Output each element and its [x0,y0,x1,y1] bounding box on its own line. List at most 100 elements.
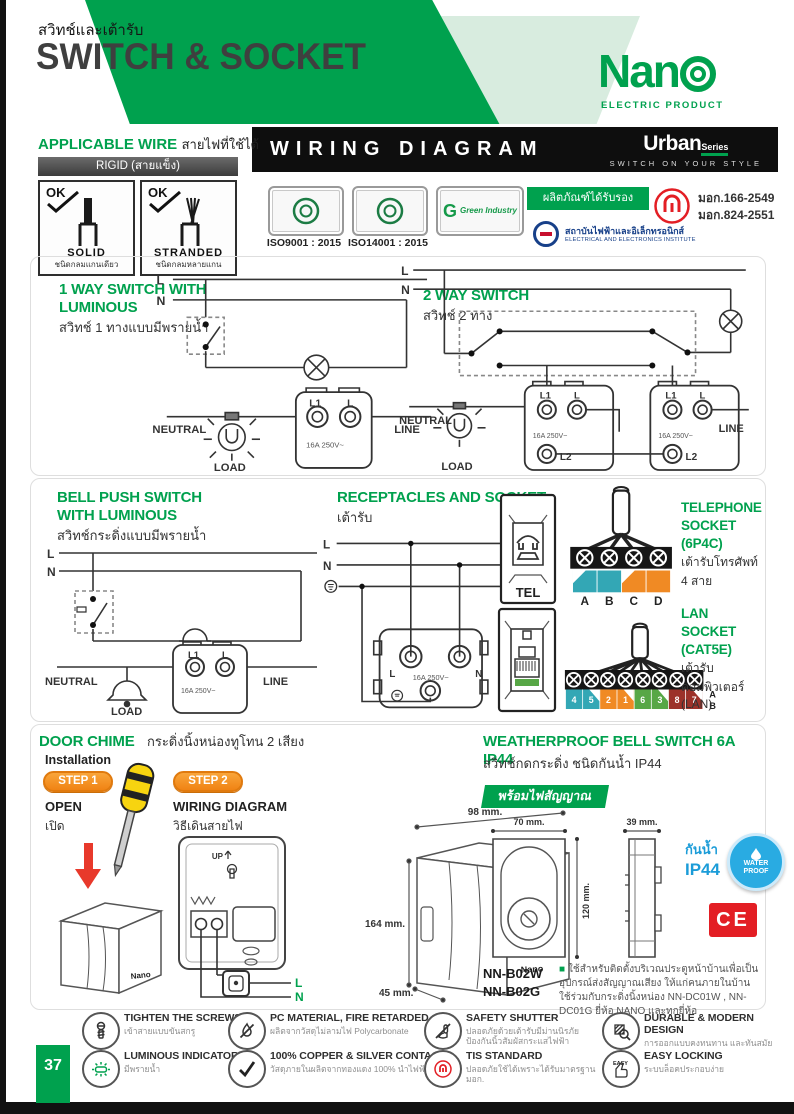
bullet-icon: ■ [559,964,566,975]
svg-text:L2: L2 [685,452,697,463]
brand-subtitle: ELECTRIC PRODUCT [601,100,724,111]
receptacle-heading: RECEPTACLES AND SOCKET เต้ารับ [337,489,546,528]
svg-text:L: L [157,274,165,288]
svg-text:N: N [47,565,56,579]
step2-title: WIRING DIAGRAM [173,799,288,814]
svg-text:L: L [222,650,228,661]
svg-text:LINE: LINE [394,424,420,436]
lan-title-thai1: เต้ารับคอมพิวเตอร์ [681,661,745,694]
certified-products-badge: ผลิตภัณฑ์ได้รับรองมาตรฐาน [527,187,649,227]
svg-text:NEUTRAL: NEUTRAL [152,424,206,436]
door-chime-wiring-sketch: UP L N [173,835,304,1004]
two-way-title: 2 WAY SWITCH [423,287,529,304]
iso14001-caption: ISO14001 : 2015 [348,237,428,249]
switch-wiring-section: 1 WAY SWITCH WITH LUMINOUS สวิทช์ 1 ทางแ… [30,256,766,476]
door-chime-title: DOOR CHIME [39,733,135,750]
svg-text:A: A [709,689,716,699]
weatherproof-description-text: ใช้สำหรับติดตั้งบริเวณประตูหน้าบ้านเพื่อ… [559,964,759,1017]
feature-thai: ปลอดภัยใช้ได้เพราะได้รับมาตรฐาน มอก. [466,1064,596,1084]
tis-icon [424,1050,462,1088]
feature-thai: ผลิตจากวัสดุไม่ลามไฟ Polycarbonate [270,1026,409,1036]
svg-text:NEUTRAL: NEUTRAL [399,415,452,427]
telephone-plate: TEL [499,493,557,605]
door-chime-heading: DOOR CHIME กระดิ่งนิ้งหน่องทูโทน 2 เสียง [39,731,304,752]
signal-light-badge: พร้อมไฟสัญญาณ [480,785,610,808]
feature-item: EASY LOCKING ระบบล็อคประกอบง่าย [644,1050,774,1074]
step1-title: OPEN [45,799,82,814]
institute-emblem-icon [532,220,560,248]
weatherproof-description: ■ใช้สำหรับติดตั้งบริเวณประตูหน้าบ้านเพื่… [559,963,763,1019]
feature-title: LUMINOUS INDICATOR [124,1050,239,1062]
telephone-heading: TELEPHONE SOCKET (6P4C) เต้ารับโทรศัพท์ … [681,499,765,591]
page-number: 37 [36,1045,70,1103]
telephone-title-line1: TELEPHONE SOCKET [681,500,762,533]
waterproof-ip: IP44 [685,860,720,879]
wire-type-thai: ชนิดกลมแกนเดียว [54,260,119,269]
urban-series-logo: UrbanSeries SWITCH ON YOUR STYLE [610,132,762,168]
lan-title-thai2: (LAN) [681,697,713,711]
applicable-wire-title: APPLICABLE WIRE [38,136,178,153]
weatherproof-title-thai: สวิทช์กดกระดิ่ง ชนิดกันน้ำ IP44 [483,756,662,771]
iso9001-badge [268,186,344,236]
screw-icon [82,1012,120,1050]
waterproof-word1: WATER [743,860,769,867]
svg-text:C: C [630,594,639,608]
safety-shutter-icon [424,1012,462,1050]
socket-wiring-section: BELL PUSH SWITCH WITH LUMINOUS สวิทช์กระ… [30,478,766,722]
svg-text:N: N [157,294,166,308]
applicable-wire-title-thai: สายไฟที่ใช้ได้ [181,137,259,152]
institute-name-en: ELECTRICAL AND ELECTRONICS INSTITUTE [565,236,696,243]
svg-text:LOAD: LOAD [111,706,142,718]
feature-title: PC MATERIAL, FIRE RETARDED [270,1012,429,1024]
green-industry-g: G [443,200,458,221]
svg-text:TEL: TEL [516,585,541,600]
feature-item: PC MATERIAL, FIRE RETARDED ผลิตจากวัสดุไ… [270,1012,445,1036]
svg-text:L1: L1 [309,398,321,409]
waterproof-thai: กันน้ำ [685,842,718,857]
svg-text:5: 5 [589,695,594,705]
iso9001-caption: ISO9001 : 2015 [266,237,342,249]
tis-number-1: มอก.166-2549 [698,191,775,205]
svg-text:B: B [605,594,614,608]
one-way-title-line2: LUMINOUS [59,299,138,316]
feature-title: TIS STANDARD [466,1050,543,1062]
droplet-icon [751,848,761,860]
bell-push-title-line2: WITH LUMINOUS [57,507,177,524]
svg-text:8: 8 [675,695,680,705]
feature-thai: การออกแบบคงทนทาน และทันสมัย [644,1038,773,1048]
feature-thai: ระบบล็อคประกอบง่าย [644,1064,724,1074]
svg-text:6: 6 [640,695,645,705]
page-bottom-border [0,1102,794,1114]
svg-text:120 mm.: 120 mm. [581,883,591,919]
waterproof-labels: กันน้ำ IP44 [685,839,720,880]
waterproof-word2: PROOF [743,868,769,875]
svg-text:L: L [574,391,580,402]
feature-item: DURABLE & MODERN DESIGN การออกแบบคงทนทาน… [644,1012,779,1048]
step2-thai: วิธีเดินสายไฟ [173,819,243,833]
page-title-thai: สวิทช์และเต้ารับ [38,22,144,39]
wire-type-thai: ชนิดกลมหลายแกน [155,260,222,269]
feature-thai: ปลอดภัยด้วยเต้ารับมีม่านนิรภัย ป้องกันนิ… [466,1026,579,1046]
door-chime-section: DOOR CHIME กระดิ่งนิ้งหน่องทูโทน 2 เสียง… [30,724,785,1017]
svg-text:LINE: LINE [263,676,288,688]
feature-item: SAFETY SHUTTER ปลอดภัยด้วยเต้ารับมีม่านน… [466,1012,601,1046]
svg-text:LINE: LINE [719,423,744,435]
feature-item: LUMINOUS INDICATOR มีพรายน้ำ [124,1050,254,1074]
solid-wire-box: OK SOLID ชนิดกลมแกนเดียว [38,180,135,276]
svg-text:L: L [295,976,302,990]
check-icon [44,190,82,214]
model-number-2: NN-B02G [483,984,541,999]
installation-label: Installation [45,753,111,767]
svg-text:B: B [709,701,716,711]
door-chime-title-thai: กระดิ่งนิ้งหน่องทูโทน 2 เสียง [146,734,305,749]
wiring-diagram-title: WIRING DIAGRAM [270,138,544,160]
svg-text:N: N [401,283,410,297]
svg-text:LOAD: LOAD [214,462,246,474]
page-title: SWITCH & SOCKET [36,36,367,77]
series-name: Urban [643,132,702,155]
luminous-icon [82,1050,120,1088]
feature-thai: วัสดุภายในผลิตจากทองแดง 100% นำไฟฟ้าได้ด… [270,1064,445,1074]
stranded-wire-box: OK STRANDED ชนิดกลมหลายแกน [140,180,237,276]
telephone-title-thai: เต้ารับโทรศัพท์ 4 สาย [681,555,758,588]
